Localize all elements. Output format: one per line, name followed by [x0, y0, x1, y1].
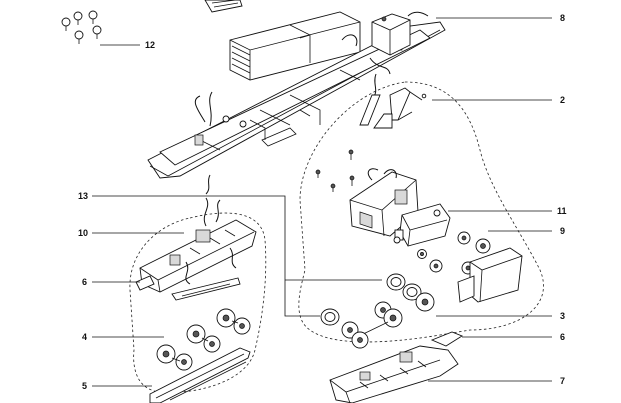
- callout-9: 9: [560, 226, 566, 236]
- callout-2: 2: [560, 95, 566, 105]
- callout-7: 7: [560, 376, 566, 386]
- callout-13: 13: [78, 191, 89, 201]
- part-7-lower-bogie-frame: [329, 331, 463, 403]
- part-12-screws: [61, 10, 102, 44]
- part-13-screws: [315, 149, 355, 192]
- callout-10: 10: [78, 228, 89, 238]
- part-4-wheelsets: [156, 308, 251, 371]
- part-3-wheelsets: [320, 273, 435, 349]
- top-edge-part: [204, 0, 243, 13]
- callout-11: 11: [557, 206, 567, 216]
- part-11-motor-housing: [349, 171, 451, 247]
- callout-8: 8: [560, 13, 566, 23]
- callout-6-left: 6: [82, 277, 88, 287]
- part-10-bogie-frame: [135, 219, 257, 301]
- callout-12: 12: [145, 40, 156, 50]
- part-2-contacts: [359, 87, 427, 129]
- leader-13: [92, 195, 382, 317]
- callout-5: 5: [82, 381, 88, 391]
- group-boundary-left: [129, 212, 267, 393]
- callout-3: 3: [560, 311, 566, 321]
- part-5-cover-plate: [149, 347, 251, 403]
- part-9-gears: [417, 231, 523, 303]
- callout-6-right: 6: [560, 332, 566, 342]
- part-8-chassis-frame: [147, 13, 446, 179]
- callout-4: 4: [82, 332, 88, 342]
- group-boundary-right: [298, 81, 544, 343]
